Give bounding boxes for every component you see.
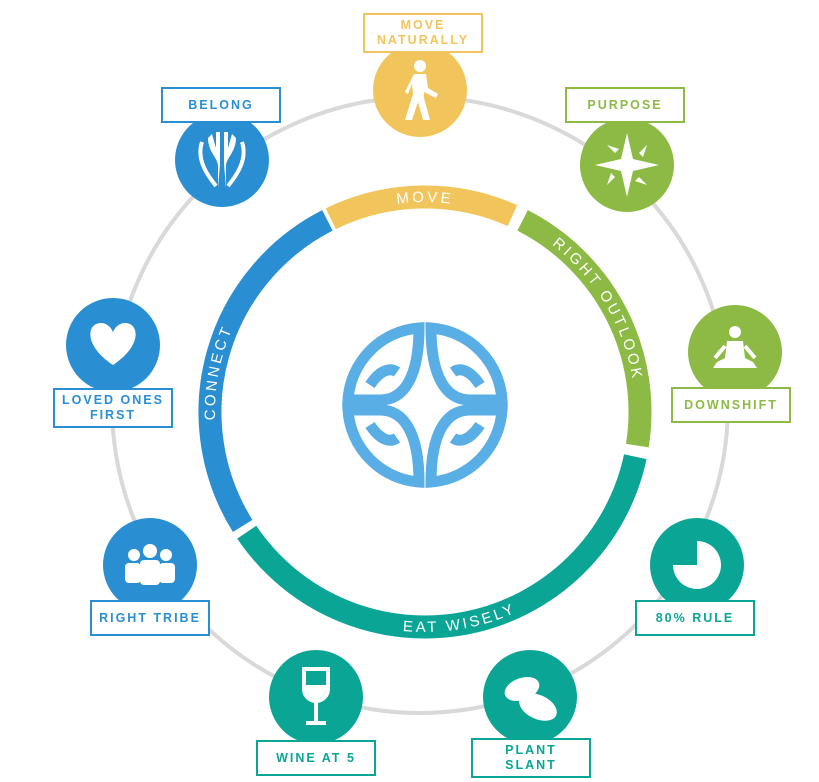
label-line: 80% RULE — [655, 610, 735, 625]
wine-glass-icon — [269, 650, 363, 744]
meditation-icon — [688, 305, 782, 399]
label-line: LOVED ONES — [62, 393, 164, 407]
label-line: BELONG — [188, 97, 254, 112]
label-line: MOVE — [400, 18, 446, 32]
label-purpose: PURPOSE — [565, 87, 685, 123]
label-text: RIGHT TRIBE — [99, 611, 201, 626]
label-line: PURPOSE — [587, 97, 663, 112]
center-logo-icon — [342, 322, 508, 488]
heart-icon — [66, 298, 160, 392]
label-line: NATURALLY — [376, 33, 470, 47]
ring-segment-outlook — [517, 210, 652, 448]
label-text: DOWNSHIFT — [684, 398, 778, 413]
label-line: DOWNSHIFT — [684, 397, 778, 412]
label-line: SLANT — [505, 758, 557, 772]
label-80-rule: 80% RULE — [635, 600, 755, 636]
ring-segment-move — [325, 185, 518, 230]
ring-label-outlook: RIGHT OUTLOOK — [549, 234, 645, 382]
ring-segment-eat — [237, 454, 647, 639]
hands-icon — [175, 113, 269, 207]
walking-person-icon — [373, 43, 467, 137]
compass-star-icon — [580, 118, 674, 212]
label-text: PURPOSE — [587, 98, 662, 113]
label-line: RIGHT TRIBE — [99, 610, 201, 625]
ring-segment-connect — [198, 210, 333, 533]
ring-label-move: MOVE — [396, 189, 455, 208]
label-right-tribe: RIGHT TRIBE — [90, 600, 210, 636]
pie-80-icon — [650, 518, 744, 612]
label-line: WINE AT 5 — [276, 750, 356, 765]
label-text: 80% RULE — [656, 611, 735, 626]
label-wine-at-5: WINE AT 5 — [256, 740, 376, 776]
label-line: PLANT — [505, 743, 557, 757]
label-downshift: DOWNSHIFT — [671, 387, 791, 423]
label-belong: BELONG — [161, 87, 281, 123]
label-line: FIRST — [89, 408, 137, 422]
label-text: BELONG — [188, 98, 253, 113]
beans-icon — [483, 650, 577, 744]
group-icon — [103, 518, 197, 612]
label-text: WINE AT 5 — [276, 751, 356, 766]
